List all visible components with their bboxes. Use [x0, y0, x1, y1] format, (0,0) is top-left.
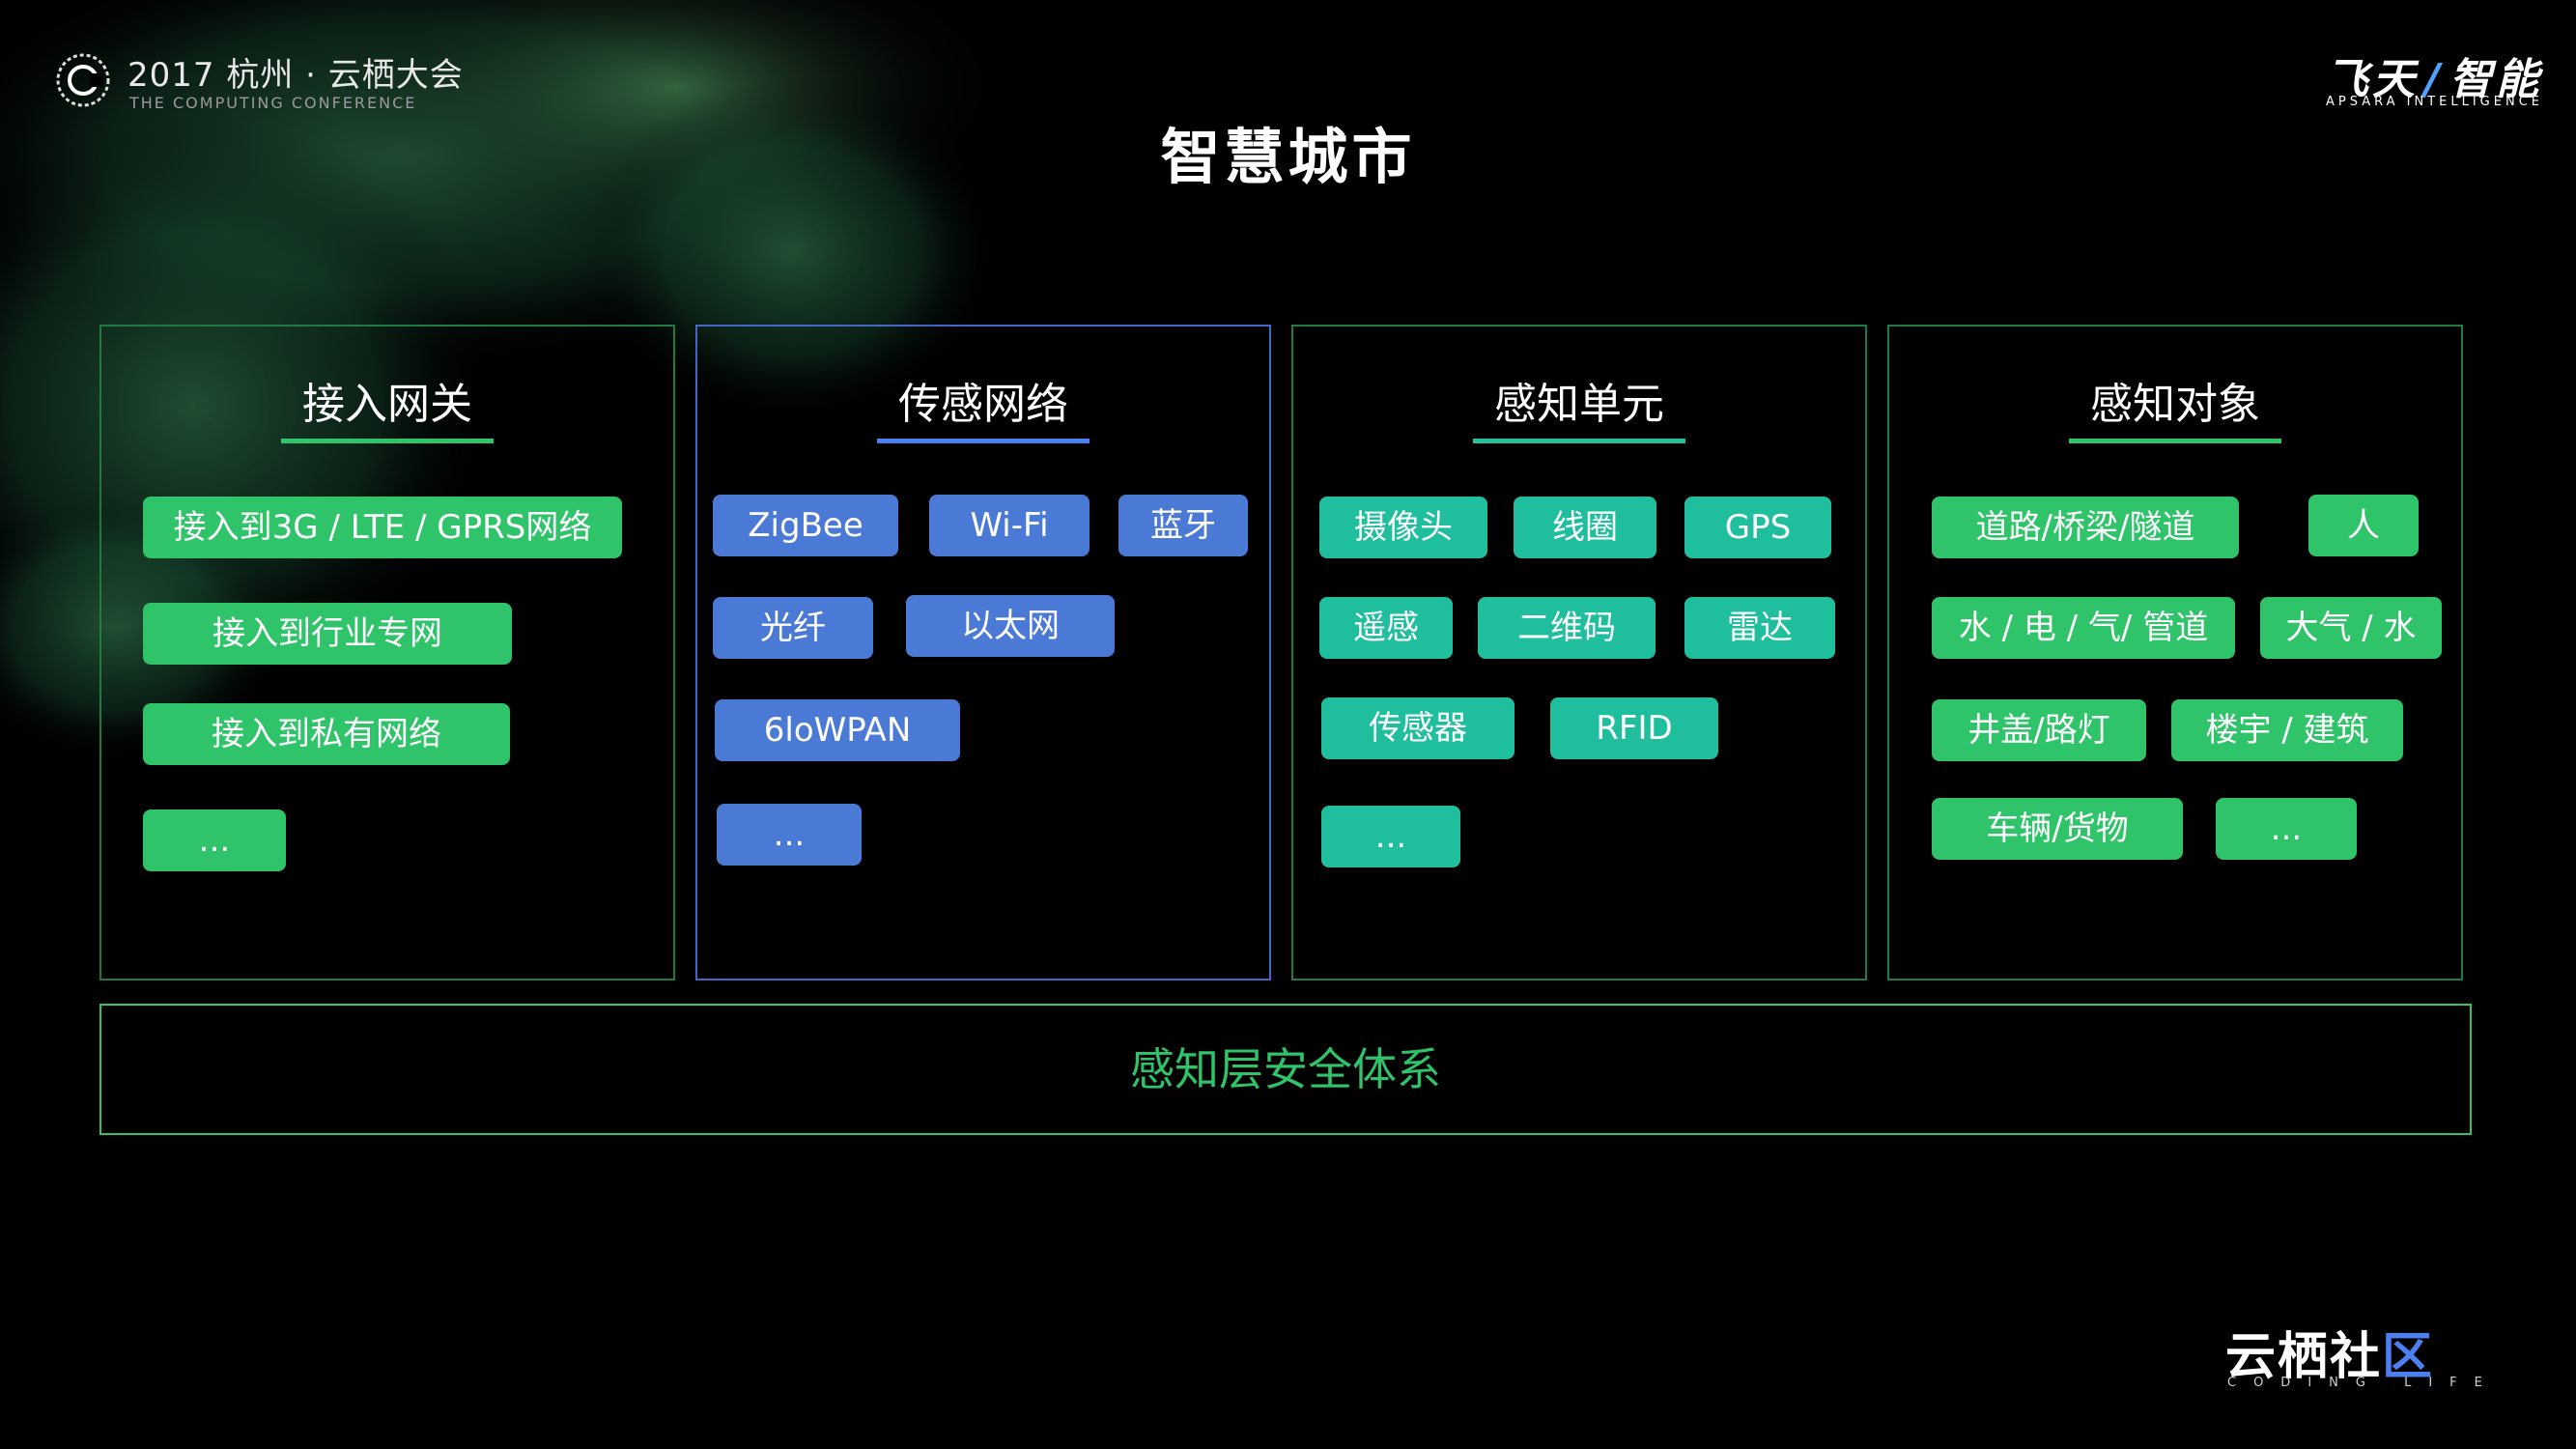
panel-sensing-object: 感知对象 道路/桥梁/隧道 人 水 / 电 / 气/ 管道 大气 / 水 井盖/…: [1887, 325, 2463, 980]
chip-item-more: ...: [1321, 806, 1460, 867]
chip-item: 光纤: [713, 597, 873, 659]
chip-item: 接入到3G / LTE / GPRS网络: [143, 497, 622, 558]
chip-item: 接入到行业专网: [143, 603, 512, 665]
apsara-subtitle: APSARA INTELLIGENCE: [2326, 95, 2543, 109]
chip-item: 雷达: [1684, 597, 1835, 659]
chip-item: 以太网: [906, 595, 1115, 657]
chip-item: 蓝牙: [1118, 495, 1248, 556]
chip-item: RFID: [1550, 697, 1718, 759]
chip-item: 传感器: [1321, 697, 1514, 759]
community-subtitle: CODING LIFE: [2227, 1376, 2500, 1390]
chip-item: 楼宇 / 建筑: [2171, 699, 2403, 761]
chip-item-more: ...: [717, 804, 862, 866]
panel-title: 感知对象: [1889, 369, 2461, 431]
chip-item: 人: [2308, 495, 2419, 556]
chip-item: GPS: [1684, 497, 1831, 558]
chip-item: 线圈: [1514, 497, 1656, 558]
chip-item: 摄像头: [1319, 497, 1487, 558]
chip-item: 6loWPAN: [715, 699, 960, 761]
chip-item: 二维码: [1478, 597, 1656, 659]
panel-underline: [1473, 439, 1685, 443]
conference-logo-icon: [53, 50, 121, 110]
chip-item: 大气 / 水: [2260, 597, 2442, 659]
page-title: 智慧城市: [0, 108, 2576, 195]
panel-underline: [2069, 439, 2281, 443]
chip-item: 接入到私有网络: [143, 703, 510, 765]
panel-title: 感知单元: [1293, 369, 1865, 431]
panel-access-gateway: 接入网关 接入到3G / LTE / GPRS网络 接入到行业专网 接入到私有网…: [99, 325, 675, 980]
panel-sensor-network: 传感网络 ZigBee Wi-Fi 蓝牙 光纤 以太网 6loWPAN ...: [695, 325, 1271, 980]
panel-title: 接入网关: [101, 369, 673, 431]
chip-item: 水 / 电 / 气/ 管道: [1932, 597, 2235, 659]
security-system-bar: 感知层安全体系: [99, 1004, 2472, 1135]
conference-title: 2017 杭州 · 云栖大会: [127, 48, 464, 96]
chip-item: ZigBee: [713, 495, 898, 556]
chip-item: 遥感: [1319, 597, 1453, 659]
panel-underline: [281, 439, 494, 443]
chip-item: 道路/桥梁/隧道: [1932, 497, 2239, 558]
panel-sensing-unit: 感知单元 摄像头 线圈 GPS 遥感 二维码 雷达 传感器 RFID ...: [1291, 325, 1867, 980]
panel-title: 传感网络: [697, 369, 1269, 431]
chip-item-more: ...: [2216, 798, 2357, 860]
chip-item: Wi-Fi: [929, 495, 1090, 556]
chip-item: 井盖/路灯: [1932, 699, 2146, 761]
chip-item-more: ...: [143, 810, 286, 871]
panel-underline: [877, 439, 1090, 443]
chip-item: 车辆/货物: [1932, 798, 2183, 860]
